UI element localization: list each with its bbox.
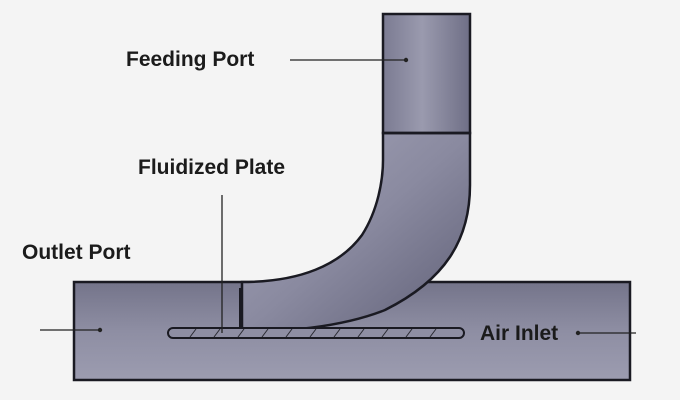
fluidized-plate [167, 327, 465, 339]
feeding-port-label: Feeding Port [126, 48, 255, 71]
outlet-port-leader-dot [97, 327, 103, 333]
feeding-port-leader-dot [403, 57, 409, 63]
air-inlet-label: Air Inlet [480, 322, 559, 345]
vertical-feeding-pipe [381, 12, 472, 135]
fluidized-plate-label: Fluidized Plate [138, 156, 286, 179]
air-inlet-leader-dot [575, 330, 581, 336]
fluidized-plate-hatching [189, 328, 437, 338]
outlet-port-label: Outlet Port [22, 241, 131, 264]
